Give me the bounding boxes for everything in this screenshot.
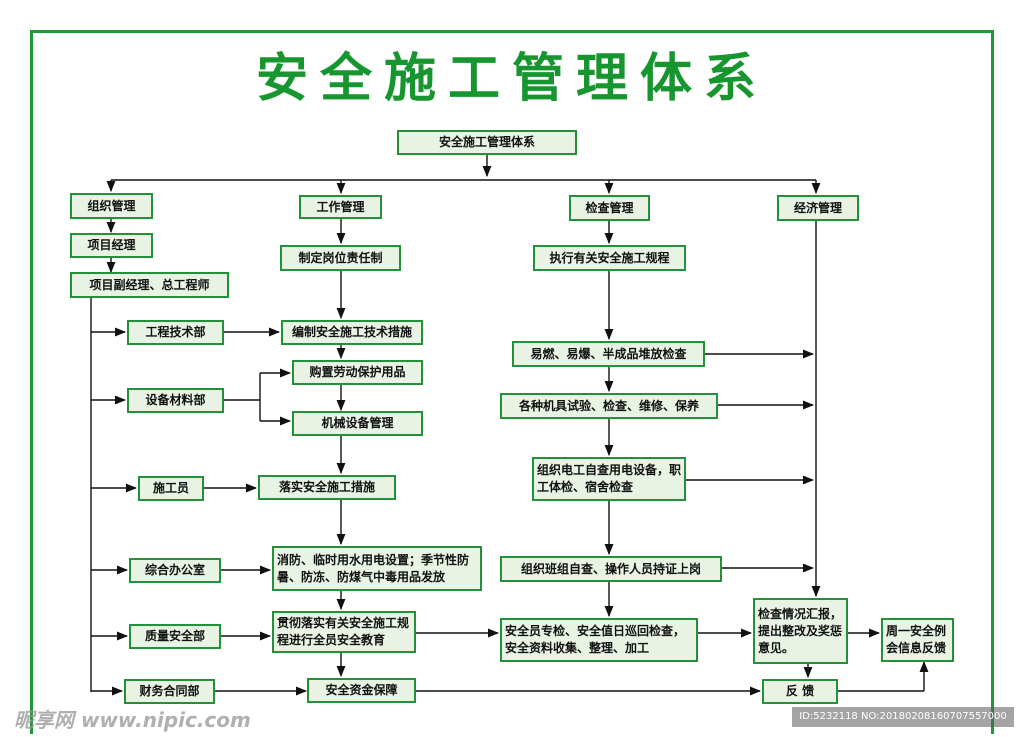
- measures-node: 编制安全施工技术措施: [281, 320, 423, 345]
- safety-education-node: 贯彻落实有关安全施工规程进行全员安全教育: [272, 611, 416, 653]
- tech-dept-node: 工程技术部: [127, 320, 224, 345]
- implement-node: 落实安全施工措施: [258, 475, 396, 500]
- page-title: 安全施工管理体系: [255, 49, 768, 109]
- project-manager-node: 项目经理: [70, 233, 153, 258]
- vice-manager-node: 项目副经理、总工程师: [70, 272, 229, 298]
- org-management-node: 组织管理: [70, 193, 153, 219]
- work-management-node: 工作管理: [299, 195, 382, 219]
- root-node: 安全施工管理体系: [397, 130, 577, 155]
- equip-dept-node: 设备材料部: [127, 388, 224, 413]
- regulations-node: 执行有关安全施工规程: [533, 245, 686, 271]
- safety-fund-node: 安全资金保障: [307, 678, 416, 703]
- page-frame: [30, 30, 994, 734]
- team-check-node: 组织班组自查、操作人员持证上岗: [500, 556, 722, 582]
- watermark-site: 昵享网 www.nipic.com: [14, 708, 251, 732]
- watermark-id: ID:5232118 NO:20180208160707557000: [792, 707, 1014, 727]
- flammable-check-node: 易燃、易爆、半成品堆放检查: [512, 341, 705, 367]
- fire-seasonal-node: 消防、临时用水用电设置；季节性防暑、防冻、防煤气中毒用品发放: [272, 546, 482, 591]
- finance-dept-node: 财务合同部: [124, 679, 215, 704]
- electric-check-node: 组织电工自查用电设备，职工体检、宿舍检查: [532, 457, 686, 501]
- inspection-management-node: 检查管理: [569, 195, 650, 221]
- machinery-node: 机械设备管理: [292, 411, 423, 436]
- quality-dept-node: 质量安全部: [129, 624, 221, 649]
- tools-check-node: 各种机具试验、检查、维修、保养: [500, 393, 718, 419]
- feedback-node: 反 馈: [762, 679, 838, 704]
- builder-node: 施工员: [138, 476, 204, 501]
- weekly-meeting-node: 周一安全例会信息反馈: [881, 618, 954, 662]
- economy-management-node: 经济管理: [777, 195, 859, 221]
- duty-system-node: 制定岗位责任制: [280, 245, 401, 271]
- patrol-check-node: 安全员专检、安全值日巡回检查，安全资料收集、整理、加工: [500, 618, 698, 662]
- ppe-node: 购置劳动保护用品: [292, 360, 423, 385]
- office-node: 综合办公室: [129, 558, 221, 583]
- report-node: 检查情况汇报，提出整改及奖惩意见。: [753, 598, 848, 664]
